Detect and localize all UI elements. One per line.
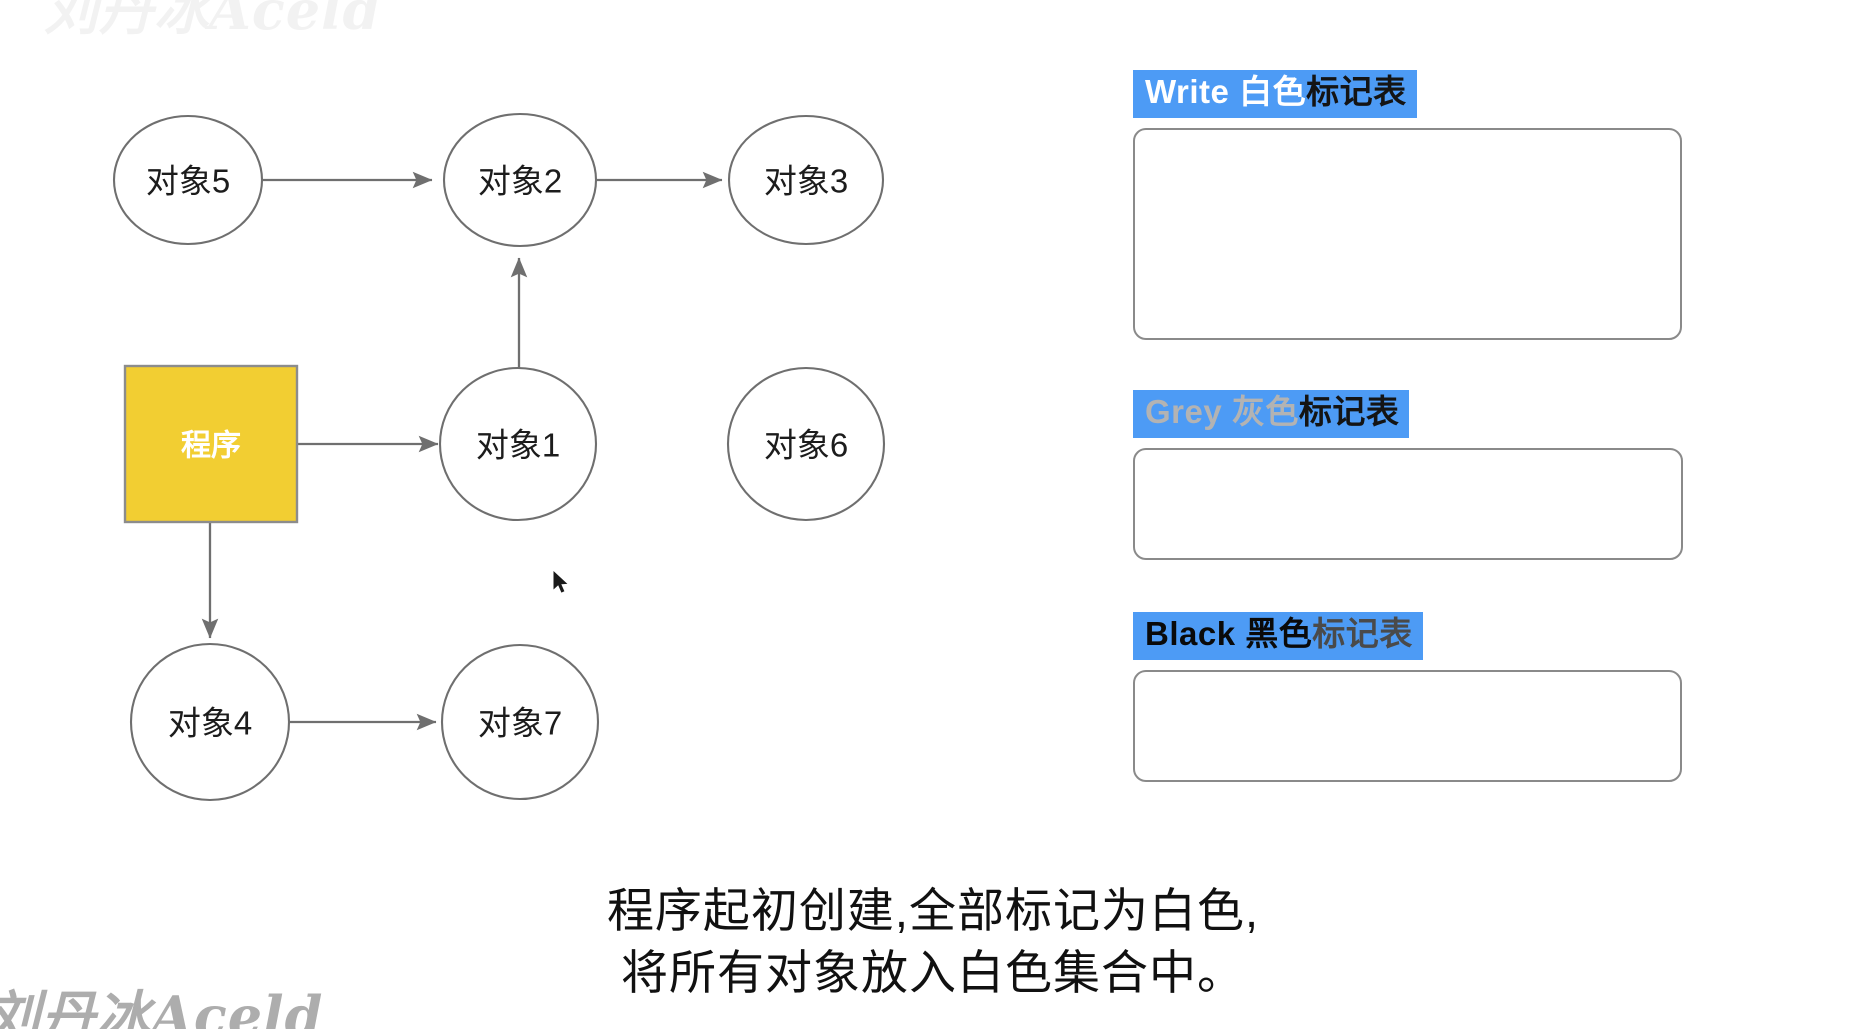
black-label-tail: 标记表 — [1312, 615, 1413, 652]
node-label: 对象7 — [478, 705, 562, 742]
grey-label-en: Grey — [1145, 393, 1223, 430]
mark-table-white: Write 白色标记表 — [1133, 70, 1693, 350]
mark-table-black: Black 黑色标记表 — [1133, 612, 1693, 787]
node-label: 对象4 — [168, 705, 252, 742]
graph-node-obj7[interactable]: 对象7 — [440, 643, 600, 801]
node-circle — [727, 114, 885, 246]
graph-node-obj2[interactable]: 对象2 — [442, 112, 598, 248]
grey-label-color: 灰色 — [1231, 393, 1299, 430]
grey-label-tail: 标记表 — [1298, 393, 1400, 430]
node-label: 对象1 — [476, 427, 560, 464]
graph-node-obj3[interactable]: 对象3 — [727, 114, 885, 246]
graph-node-obj5[interactable]: 对象5 — [112, 114, 264, 246]
node-circle — [726, 366, 886, 522]
black-label-space — [1236, 615, 1246, 652]
caption-line-1: 程序起初创建,全部标记为白色, — [606, 884, 1260, 937]
white-label-tail: 标记表 — [1306, 73, 1407, 110]
node-circle — [112, 114, 264, 246]
grey-list-label: Grey 灰色标记表 — [1133, 390, 1410, 438]
node-label: 对象3 — [764, 163, 848, 200]
grey-label-space — [1222, 393, 1232, 430]
white-label-space — [1229, 73, 1239, 110]
caption: 程序起初创建,全部标记为白色, 将所有对象放入白色集合中。 — [0, 880, 1866, 1004]
program-label: 程序 — [181, 429, 241, 463]
mark-table-grey: Grey 灰色标记表 — [1133, 390, 1693, 565]
black-list-box[interactable] — [1133, 670, 1682, 782]
white-list-box[interactable] — [1133, 128, 1682, 340]
program-node[interactable]: 程序 — [123, 364, 299, 524]
black-label-en: Black — [1145, 615, 1236, 652]
node-circle — [129, 642, 291, 802]
graph-node-obj1[interactable]: 对象1 — [438, 366, 598, 522]
grey-list-box[interactable] — [1133, 448, 1683, 560]
node-label: 对象6 — [764, 427, 848, 464]
white-label-en: Write — [1145, 73, 1230, 110]
white-list-label: Write 白色标记表 — [1133, 70, 1417, 118]
caption-line-2: 将所有对象放入白色集合中。 — [621, 946, 1245, 1000]
node-circle — [438, 366, 598, 522]
object-graph: 程序 对象5 对象2 对象3 对象1 对象6 对象4 对象7 — [112, 112, 886, 802]
graph-edges — [201, 171, 723, 731]
node-label: 对象5 — [146, 163, 230, 200]
graph-node-obj4[interactable]: 对象4 — [129, 642, 291, 802]
node-circle — [442, 112, 598, 248]
black-label-color: 黑色 — [1245, 615, 1313, 652]
program-rect — [123, 364, 299, 524]
node-label: 对象2 — [478, 163, 562, 200]
node-circle — [440, 643, 600, 801]
black-list-label: Black 黑色标记表 — [1133, 612, 1423, 660]
white-label-color: 白色 — [1239, 73, 1307, 110]
graph-node-obj6[interactable]: 对象6 — [726, 366, 886, 522]
